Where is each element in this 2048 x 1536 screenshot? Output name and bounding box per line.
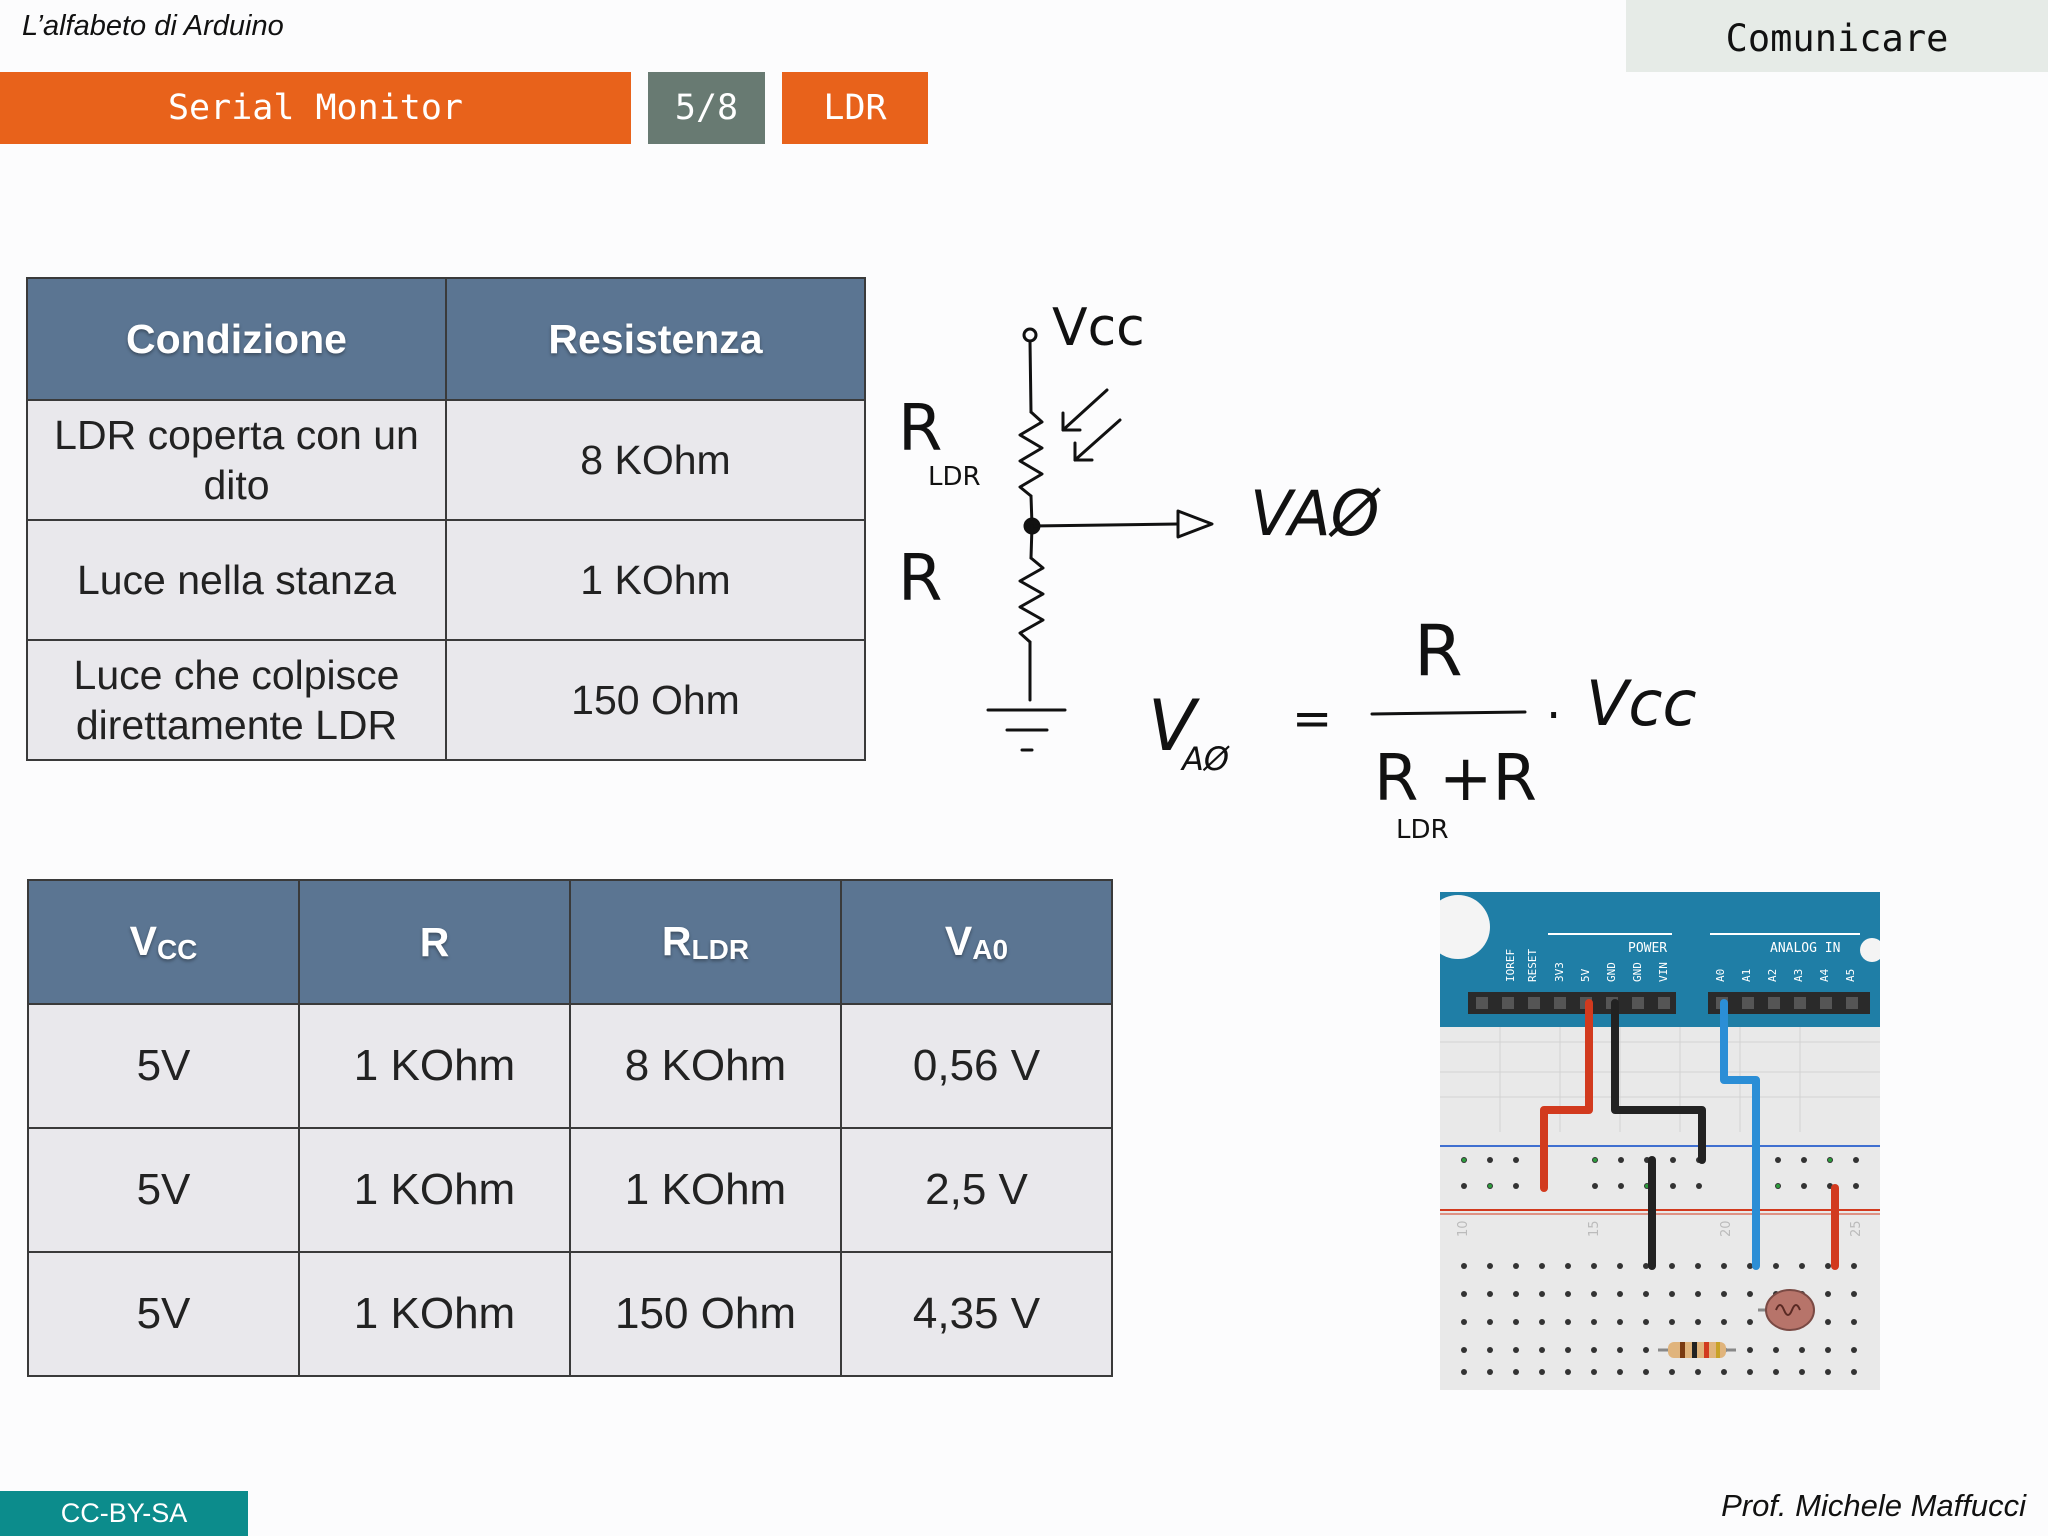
va0-label: VAØ: [1250, 477, 1382, 550]
analog-header-label: ANALOG IN: [1770, 941, 1840, 956]
table-cell: LDR coperta con un dito: [26, 399, 447, 521]
blue-wire-a0: [1720, 999, 1760, 1270]
table-cell: 1 KOhm: [298, 1127, 571, 1253]
table-cell: 1 KOhm: [298, 1251, 571, 1377]
fraction-bar: [1370, 710, 1527, 716]
voltage-divider-schematic: Vcc R LDR R VAØ V AØ = R R +R LDR · Vcc: [898, 298, 1697, 845]
table-cell: 1 KOhm: [569, 1127, 842, 1253]
row-number: 20: [1719, 1220, 1734, 1237]
table-cell: 5V: [27, 1127, 300, 1253]
fixed-resistor: [1018, 556, 1045, 644]
black-wire-gnd: [1611, 999, 1706, 1164]
pin-label: RESET: [1526, 949, 1539, 982]
pin-label: A2: [1766, 969, 1779, 982]
table-header: VA0: [840, 879, 1113, 1005]
pin-label: GND: [1631, 962, 1644, 982]
table-cell: Luce nella stanza: [26, 519, 447, 641]
license-badge: CC-BY-SA: [0, 1491, 248, 1536]
formula-denominator-sub: LDR: [1396, 815, 1449, 845]
pin-label: A5: [1844, 969, 1857, 982]
table-cell: 150 Ohm: [445, 639, 866, 761]
table-cell: 5V: [27, 1251, 300, 1377]
section-tag: Comunicare: [1626, 0, 2048, 72]
topic-bar: Serial Monitor: [0, 72, 631, 144]
row-number: 10: [1456, 1220, 1471, 1237]
resistor-component: [1658, 1342, 1736, 1358]
subtopic-bar: LDR: [782, 72, 928, 144]
analog-header: [1708, 992, 1870, 1014]
pin-label: A3: [1792, 969, 1805, 982]
table-header: Resistenza: [445, 277, 866, 401]
output-arrow: [1176, 509, 1214, 539]
formula-lhs-sub: AØ: [1180, 740, 1230, 778]
formula-vcc: Vcc: [1586, 667, 1697, 740]
ldr-resistor: [1018, 410, 1044, 498]
table-row: 5V 1 KOhm 1 KOhm 2,5 V: [27, 1127, 1113, 1253]
vcc-label: Vcc: [1052, 298, 1145, 358]
table-cell: 5V: [27, 1003, 300, 1129]
course-title: L’alfabeto di Arduino: [22, 10, 284, 42]
pin-label: A0: [1714, 969, 1727, 982]
row-number: 25: [1849, 1220, 1864, 1237]
table-header: VCC: [27, 879, 300, 1005]
table-header: R: [298, 879, 571, 1005]
table-header: RLDR: [569, 879, 842, 1005]
r-label: R: [898, 542, 942, 616]
r-ldr-label: R: [898, 392, 942, 466]
formula-equals: =: [1292, 691, 1332, 747]
page-indicator: 5/8: [648, 72, 765, 144]
power-header: [1468, 992, 1676, 1014]
table-row: LDR coperta con un dito 8 KOhm: [26, 399, 866, 521]
formula-dot: ·: [1546, 688, 1561, 744]
table-row: 5V 1 KOhm 150 Ohm 4,35 V: [27, 1251, 1113, 1377]
mounting-hole: [1440, 895, 1490, 959]
table-cell: 8 KOhm: [569, 1003, 842, 1129]
vcc-terminal: [1022, 327, 1038, 343]
table-row: Luce nella stanza 1 KOhm: [26, 519, 866, 641]
voltage-table: VCC R RLDR VA0 5V 1 KOhm 8 KOhm 0,56 V 5…: [27, 879, 1113, 1377]
table-cell: 2,5 V: [840, 1127, 1113, 1253]
table-row: Luce che colpisce direttamente LDR 150 O…: [26, 639, 866, 761]
output-wire: [1030, 522, 1180, 528]
pin-label: A4: [1818, 968, 1831, 982]
pin-label: VIN: [1657, 962, 1670, 982]
table-row: 5V 1 KOhm 8 KOhm 0,56 V: [27, 1003, 1113, 1129]
pin-label: GND: [1605, 962, 1618, 982]
pin-label: IOREF: [1504, 949, 1517, 982]
breadboard-diagram: POWER ANALOG IN IOREF RESET 3V3 5V GND G…: [1440, 892, 1880, 1390]
condition-resistance-table: Condizione Resistenza LDR coperta con un…: [26, 277, 866, 761]
pin-label: 3V3: [1553, 962, 1566, 982]
table-cell: 1 KOhm: [445, 519, 866, 641]
table-cell: Luce che colpisce direttamente LDR: [26, 639, 447, 761]
pin-label: 5V: [1579, 968, 1592, 982]
formula-lhs: V: [1148, 685, 1200, 767]
row-number: 15: [1587, 1220, 1602, 1237]
formula-numerator: R: [1414, 610, 1463, 692]
table-cell: 4,35 V: [840, 1251, 1113, 1377]
r-ldr-sub: LDR: [928, 462, 981, 492]
table-cell: 150 Ohm: [569, 1251, 842, 1377]
red-wire-5v: [1540, 999, 1593, 1192]
table-cell: 0,56 V: [840, 1003, 1113, 1129]
pin-label: A1: [1740, 969, 1753, 982]
table-header: Condizione: [26, 277, 447, 401]
table-cell: 1 KOhm: [298, 1003, 571, 1129]
power-header-label: POWER: [1628, 941, 1667, 956]
ldr-component: [1758, 1289, 1815, 1331]
table-cell: 8 KOhm: [445, 399, 866, 521]
formula-denominator: R +R: [1374, 742, 1537, 816]
author-name: Prof. Michele Maffucci: [1721, 1488, 2026, 1523]
